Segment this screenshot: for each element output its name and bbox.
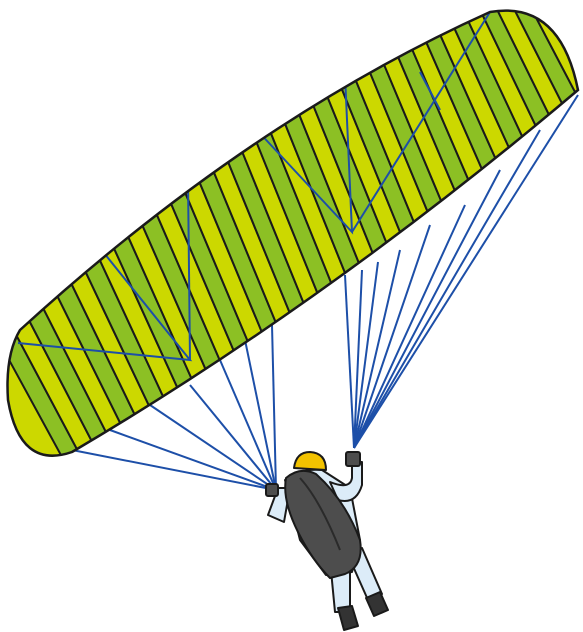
pilot-right-arm — [329, 461, 363, 502]
right-suspension-line — [344, 274, 355, 449]
right-suspension-line — [353, 129, 541, 449]
harness-seam — [299, 477, 341, 551]
right-suspension-line — [353, 261, 379, 449]
suspension-lines — [71, 94, 579, 491]
pilot-harness — [284, 469, 362, 579]
right-suspension-line — [353, 94, 579, 449]
right-suspension-line — [353, 204, 466, 449]
pilot-right-boot — [365, 591, 389, 617]
canopy-internal-line — [419, 71, 441, 111]
pilot-helmet — [293, 451, 327, 471]
right-suspension-line — [353, 249, 401, 449]
canopy-wing — [6, 9, 580, 457]
left-suspension-line — [271, 324, 277, 491]
canopy-cell — [7, 311, 96, 456]
right-suspension-line — [353, 224, 431, 449]
right-suspension-line — [353, 169, 501, 449]
pilot — [265, 451, 389, 631]
canopy-internal-lines — [17, 11, 491, 362]
right-brake-handle — [345, 451, 361, 467]
right-suspension-line — [353, 269, 363, 449]
pilot-left-boot — [337, 605, 359, 631]
canopy-internal-line — [187, 179, 191, 361]
left-suspension-line — [244, 339, 277, 491]
canopy-cells — [7, 10, 578, 456]
canopy-internal-line — [351, 11, 491, 233]
left-brake-handle — [265, 483, 279, 497]
left-suspension-line — [189, 384, 277, 491]
left-suspension-line — [149, 404, 277, 491]
canopy-outline — [6, 9, 580, 457]
left-suspension-line — [219, 359, 277, 491]
left-suspension-line — [71, 449, 277, 491]
left-suspension-line — [109, 429, 277, 491]
